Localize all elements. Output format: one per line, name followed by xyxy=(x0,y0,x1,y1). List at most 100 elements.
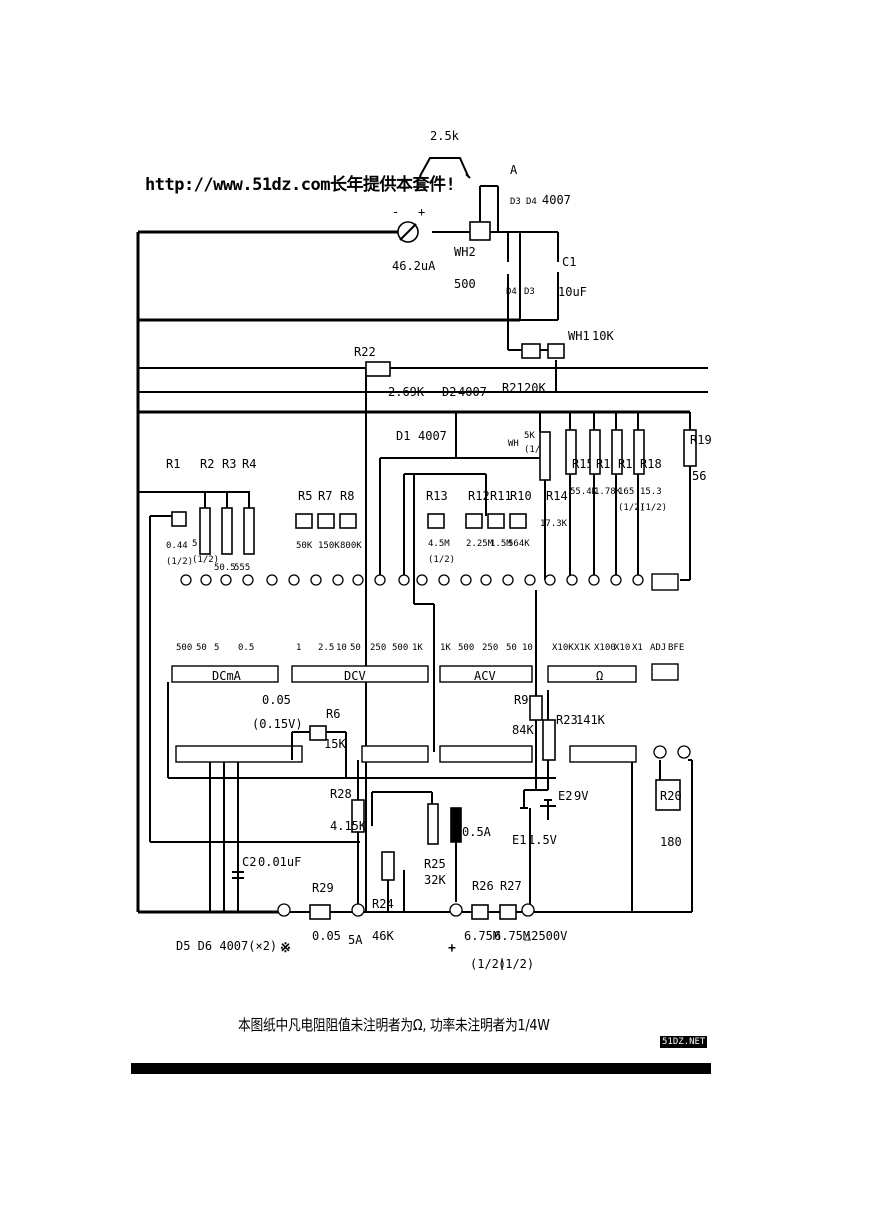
range-tick-dcv: 500 xyxy=(392,643,408,653)
wh2-value: 500 xyxy=(454,277,476,291)
website-caption: http://www.51dz.com长年提供本套件! xyxy=(145,175,456,195)
resistor-value: 5 xyxy=(192,539,197,549)
diodes-label: D5 D6 4007(×2) xyxy=(176,939,277,953)
range-tick-ohm: X1K xyxy=(574,643,591,653)
resistor-r14: R14 17.3K xyxy=(539,431,568,529)
resistor-r1: R10.44(1/2) xyxy=(166,457,193,567)
wh1-label: WH1 xyxy=(568,329,590,343)
d1-value: 4007 xyxy=(418,429,447,443)
resistor-label: R7 xyxy=(318,489,332,503)
resistor-r12: R12 2.25M xyxy=(465,489,494,549)
range-tick-acv: 500 xyxy=(458,643,474,653)
range-tick-dca: 50 xyxy=(196,643,207,653)
range-tick-ohm: X10 xyxy=(614,643,630,653)
resistor-label: R13 xyxy=(426,489,448,503)
meter-plus-sign: + xyxy=(418,205,425,219)
wh-small-val-bot: (1/2) xyxy=(524,445,551,455)
resistor-value: 1.78K xyxy=(594,487,622,497)
range-name-dca: DCmA xyxy=(212,669,242,683)
resistor-value: 165 xyxy=(618,487,634,497)
e2-value: 9V xyxy=(574,789,588,803)
r20-value: 180 xyxy=(660,835,682,849)
resistor-value: 2.25M xyxy=(466,539,494,549)
resistor-body xyxy=(465,513,483,529)
resistor-value: 0.44 xyxy=(166,541,188,551)
resistor-body xyxy=(221,507,233,555)
resistor-label: R12 xyxy=(468,489,490,503)
watermark: 51DZ.NET xyxy=(660,1036,708,1048)
resistor-label: R11 xyxy=(490,489,512,503)
range-tick-ohm: X100 xyxy=(594,643,616,653)
com-terminal-label: ※ xyxy=(280,941,291,956)
range-tick-acv: 50 xyxy=(506,643,517,653)
r27-label: R27 xyxy=(500,879,522,893)
range-tick-acv: 250 xyxy=(482,643,498,653)
c2-value: 0.01uF xyxy=(258,855,301,869)
wh1-value: 10K xyxy=(592,329,614,343)
switch-contact xyxy=(374,574,386,586)
resistor-value: 17.3K xyxy=(540,519,568,529)
r27-sub: (1/2) xyxy=(498,957,534,971)
switch-contact xyxy=(332,574,344,586)
resistor-sub: (1/2) xyxy=(192,555,219,565)
resistor-label: R18 xyxy=(640,457,662,471)
meter-movement xyxy=(397,157,491,243)
r28-value: 4.15K xyxy=(330,819,367,833)
resistor-value: 800K xyxy=(340,541,362,551)
resistor-label: R14 xyxy=(546,489,568,503)
resistor-value: 50.5 xyxy=(214,563,236,573)
r21-label: R21 xyxy=(502,381,524,395)
r9-value: 84K xyxy=(512,723,534,737)
r9-label: R9 xyxy=(514,693,528,707)
resistor-value: 1.5M xyxy=(490,539,512,549)
range-tick-acv: 1K xyxy=(440,643,451,653)
range-tick-ohm: X10K xyxy=(552,643,574,653)
plus-terminal-label: + xyxy=(448,941,456,956)
r26-value: 6.75M xyxy=(464,929,500,943)
resistor-r11: R11 1.5M xyxy=(487,489,512,549)
fuse-label: 0.5A xyxy=(462,825,492,839)
switch-contact xyxy=(200,574,212,586)
r6-note-sub: (0.15V) xyxy=(252,717,303,731)
d4-top-label: D4 xyxy=(526,197,537,207)
resistor-value: 564K xyxy=(508,539,530,549)
resistor-label: R3 xyxy=(222,457,236,471)
resistor-body xyxy=(243,507,255,555)
c1-label: C1 xyxy=(562,255,576,269)
range-tick-bfe: BFE xyxy=(668,643,684,653)
c1-value: 10uF xyxy=(558,285,587,299)
r25-value: 32K xyxy=(424,873,446,887)
wh-small-label: WH xyxy=(508,439,519,449)
d1-label: D1 xyxy=(396,429,410,443)
upper-resistor-bank: R10.44(1/2)R25(1/2)R350.5R4555R550KR7150… xyxy=(138,412,667,586)
r26-label: R26 xyxy=(472,879,494,893)
switch-contact xyxy=(416,574,428,586)
r22-label: R22 xyxy=(354,345,376,359)
switch-contact xyxy=(352,574,364,586)
r21-value: 20K xyxy=(524,381,546,395)
e1-value: 1.5V xyxy=(528,833,557,847)
range-tick-dcv: 50 xyxy=(350,643,361,653)
switch-contact xyxy=(588,574,600,586)
switch-contact xyxy=(566,574,578,586)
resistor-body xyxy=(339,513,357,529)
switch-contact xyxy=(460,574,472,586)
range-tick-dcv: 1K xyxy=(412,643,423,653)
switch-contact xyxy=(242,574,254,586)
switch-contact xyxy=(480,574,492,586)
resistor-value: 15.3 xyxy=(640,487,662,497)
range-tick-ohm: X1 xyxy=(632,643,643,653)
e1-label: E1 xyxy=(512,833,526,847)
d2-value: 4007 xyxy=(458,385,487,399)
r29-label: R29 xyxy=(312,881,334,895)
switch-contact xyxy=(180,574,192,586)
resistor-value: 55.4K xyxy=(570,487,598,497)
resistor-body xyxy=(295,513,313,529)
c2-label: C2 xyxy=(242,855,256,869)
r6-label: R6 xyxy=(326,707,340,721)
